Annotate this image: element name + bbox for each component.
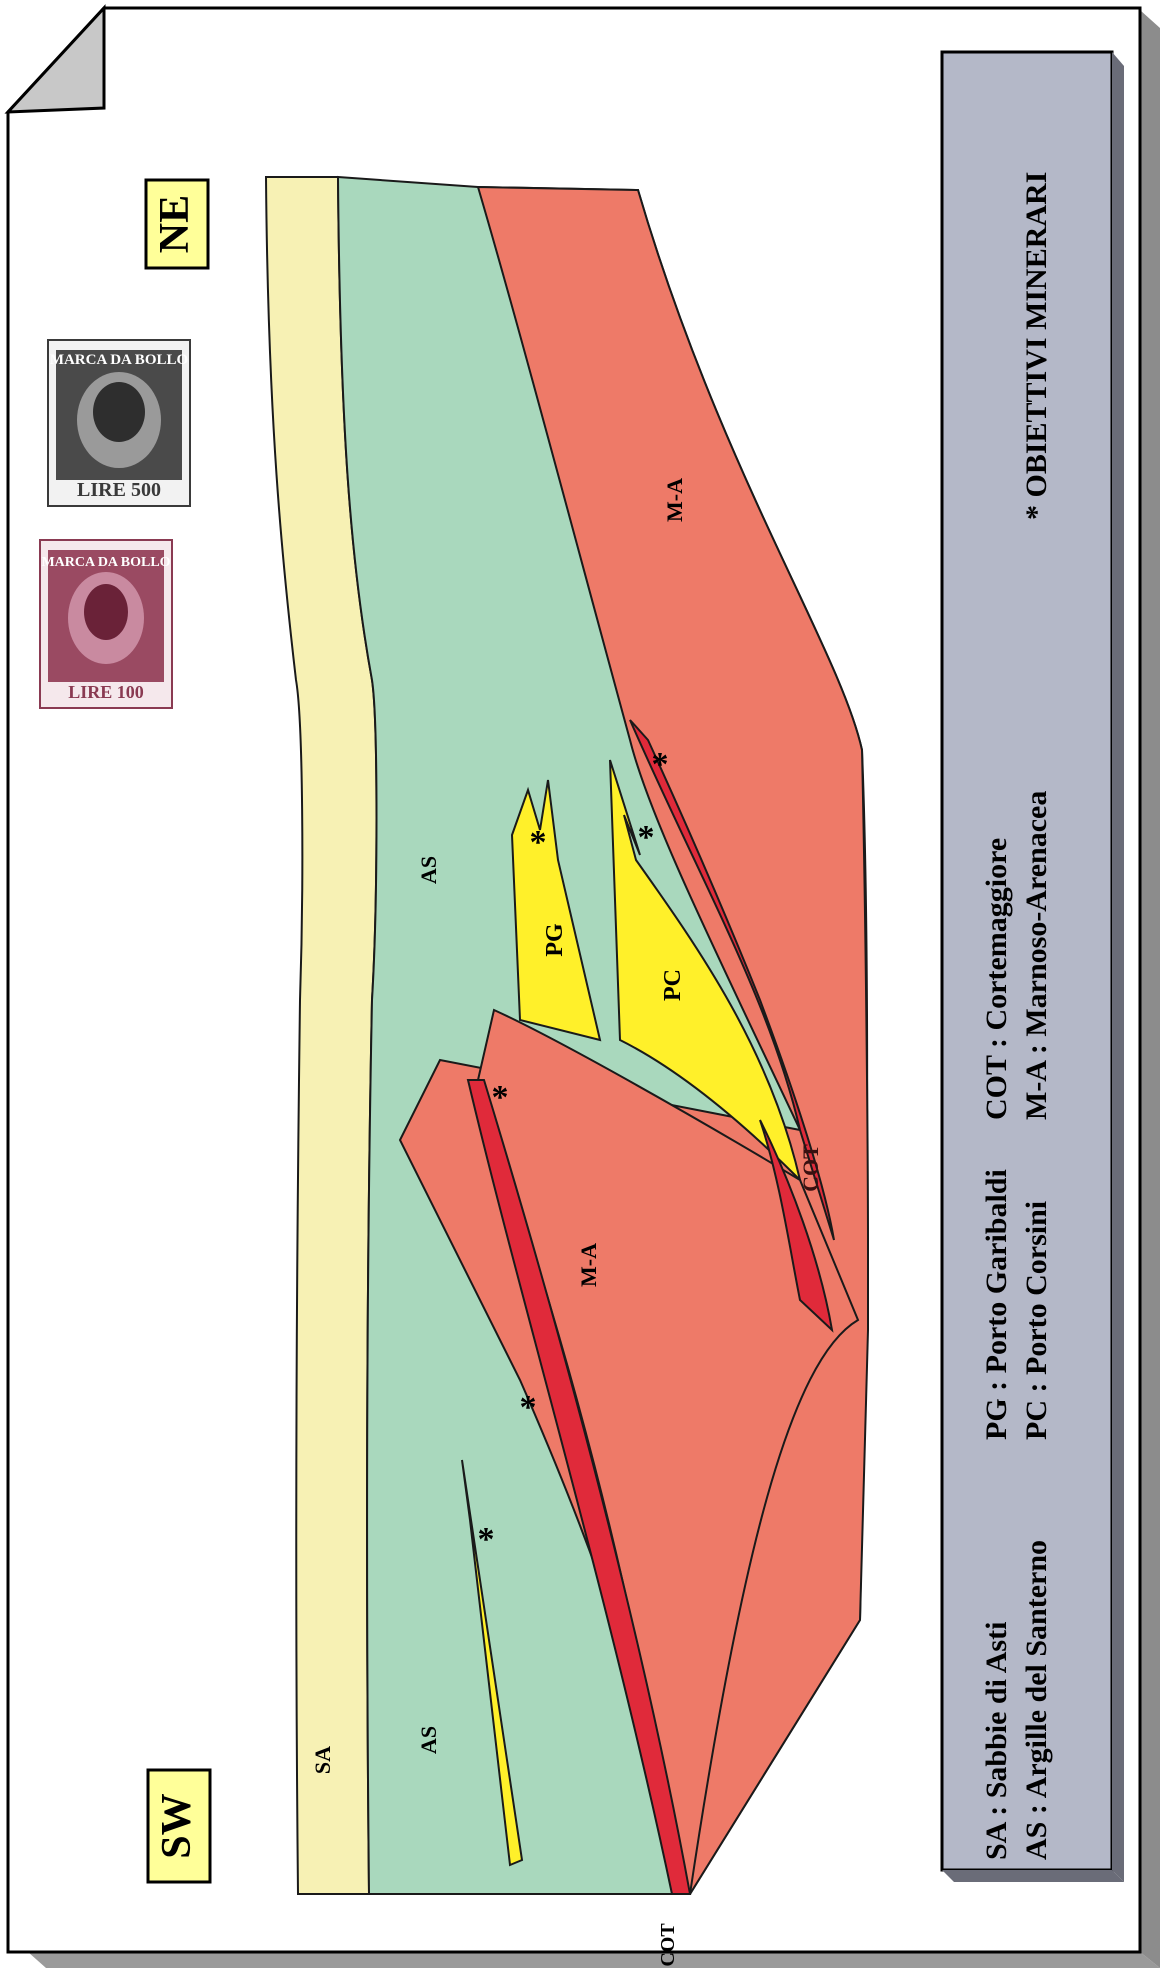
legend-objectives: * OBIETTIVI MINERARI bbox=[1020, 172, 1053, 520]
legend-panel-edge bbox=[1112, 52, 1124, 1882]
label-cot-inner: COT bbox=[798, 1144, 823, 1192]
legend-entry-pc: PC : Porto Corsini bbox=[1020, 1201, 1053, 1440]
legend-objectives-text: * OBIETTIVI MINERARI bbox=[1020, 172, 1053, 520]
objective-marker: * bbox=[530, 824, 547, 861]
stamp-header: MARCA DA BOLLO bbox=[41, 555, 170, 570]
frame-shadow-right bbox=[1140, 10, 1160, 1968]
objective-marker: * bbox=[652, 746, 669, 783]
legend-entry-text: SA : Sabbie di Asti bbox=[980, 1622, 1013, 1860]
ne-label: NE bbox=[152, 195, 198, 253]
objective-marker: * bbox=[520, 1389, 537, 1426]
sw-label: SW bbox=[154, 1793, 200, 1858]
legend-entry-cot: COT : Cortemaggiore bbox=[980, 838, 1013, 1120]
label-sa: SA bbox=[310, 1746, 335, 1774]
stamp-value: LIRE 500 bbox=[77, 479, 161, 501]
label-ma-left: M-A bbox=[576, 1243, 601, 1287]
label-ma-right: M-A bbox=[662, 478, 687, 522]
legend-entry-sa: SA : Sabbie di Asti bbox=[980, 1622, 1013, 1860]
stamp-lire-500: MARCA DA BOLLO LIRE 500 bbox=[48, 340, 190, 506]
legend-panel-bottom bbox=[942, 1870, 1124, 1882]
stamp-lire-100: MARCA DA BOLLO LIRE 100 bbox=[40, 540, 172, 708]
legend-entry-text: M-A : Marnoso-Arenacea bbox=[1020, 791, 1053, 1120]
legend: SA : Sabbie di Asti AS : Argille del San… bbox=[942, 52, 1124, 1882]
label-as-left: AS bbox=[416, 1726, 441, 1754]
legend-entry-text: PC : Porto Corsini bbox=[1020, 1201, 1053, 1440]
legend-entry-ma: M-A : Marnoso-Arenacea bbox=[1020, 791, 1053, 1120]
legend-entry-as: AS : Argille del Santerno bbox=[1020, 1540, 1053, 1860]
stamp-header: MARCA DA BOLLO bbox=[50, 352, 188, 368]
folded-corner bbox=[8, 8, 104, 112]
label-cot-edge: COT bbox=[657, 1923, 679, 1967]
objective-marker: * bbox=[638, 819, 655, 856]
stamp-value: LIRE 100 bbox=[68, 682, 144, 702]
legend-entry-text: AS : Argille del Santerno bbox=[1020, 1540, 1053, 1860]
frame-shadow-bottom bbox=[28, 1952, 1160, 1968]
legend-entry-text: PG : Porto Garibaldi bbox=[980, 1169, 1013, 1440]
label-as-upper: AS bbox=[416, 856, 441, 884]
objective-marker: * bbox=[492, 1079, 509, 1116]
legend-entry-pg: PG : Porto Garibaldi bbox=[980, 1169, 1013, 1440]
legend-entry-text: COT : Cortemaggiore bbox=[980, 838, 1013, 1120]
objective-marker: * bbox=[478, 1521, 495, 1558]
label-pc: PC bbox=[660, 969, 686, 1001]
label-pg: PG bbox=[542, 923, 568, 957]
